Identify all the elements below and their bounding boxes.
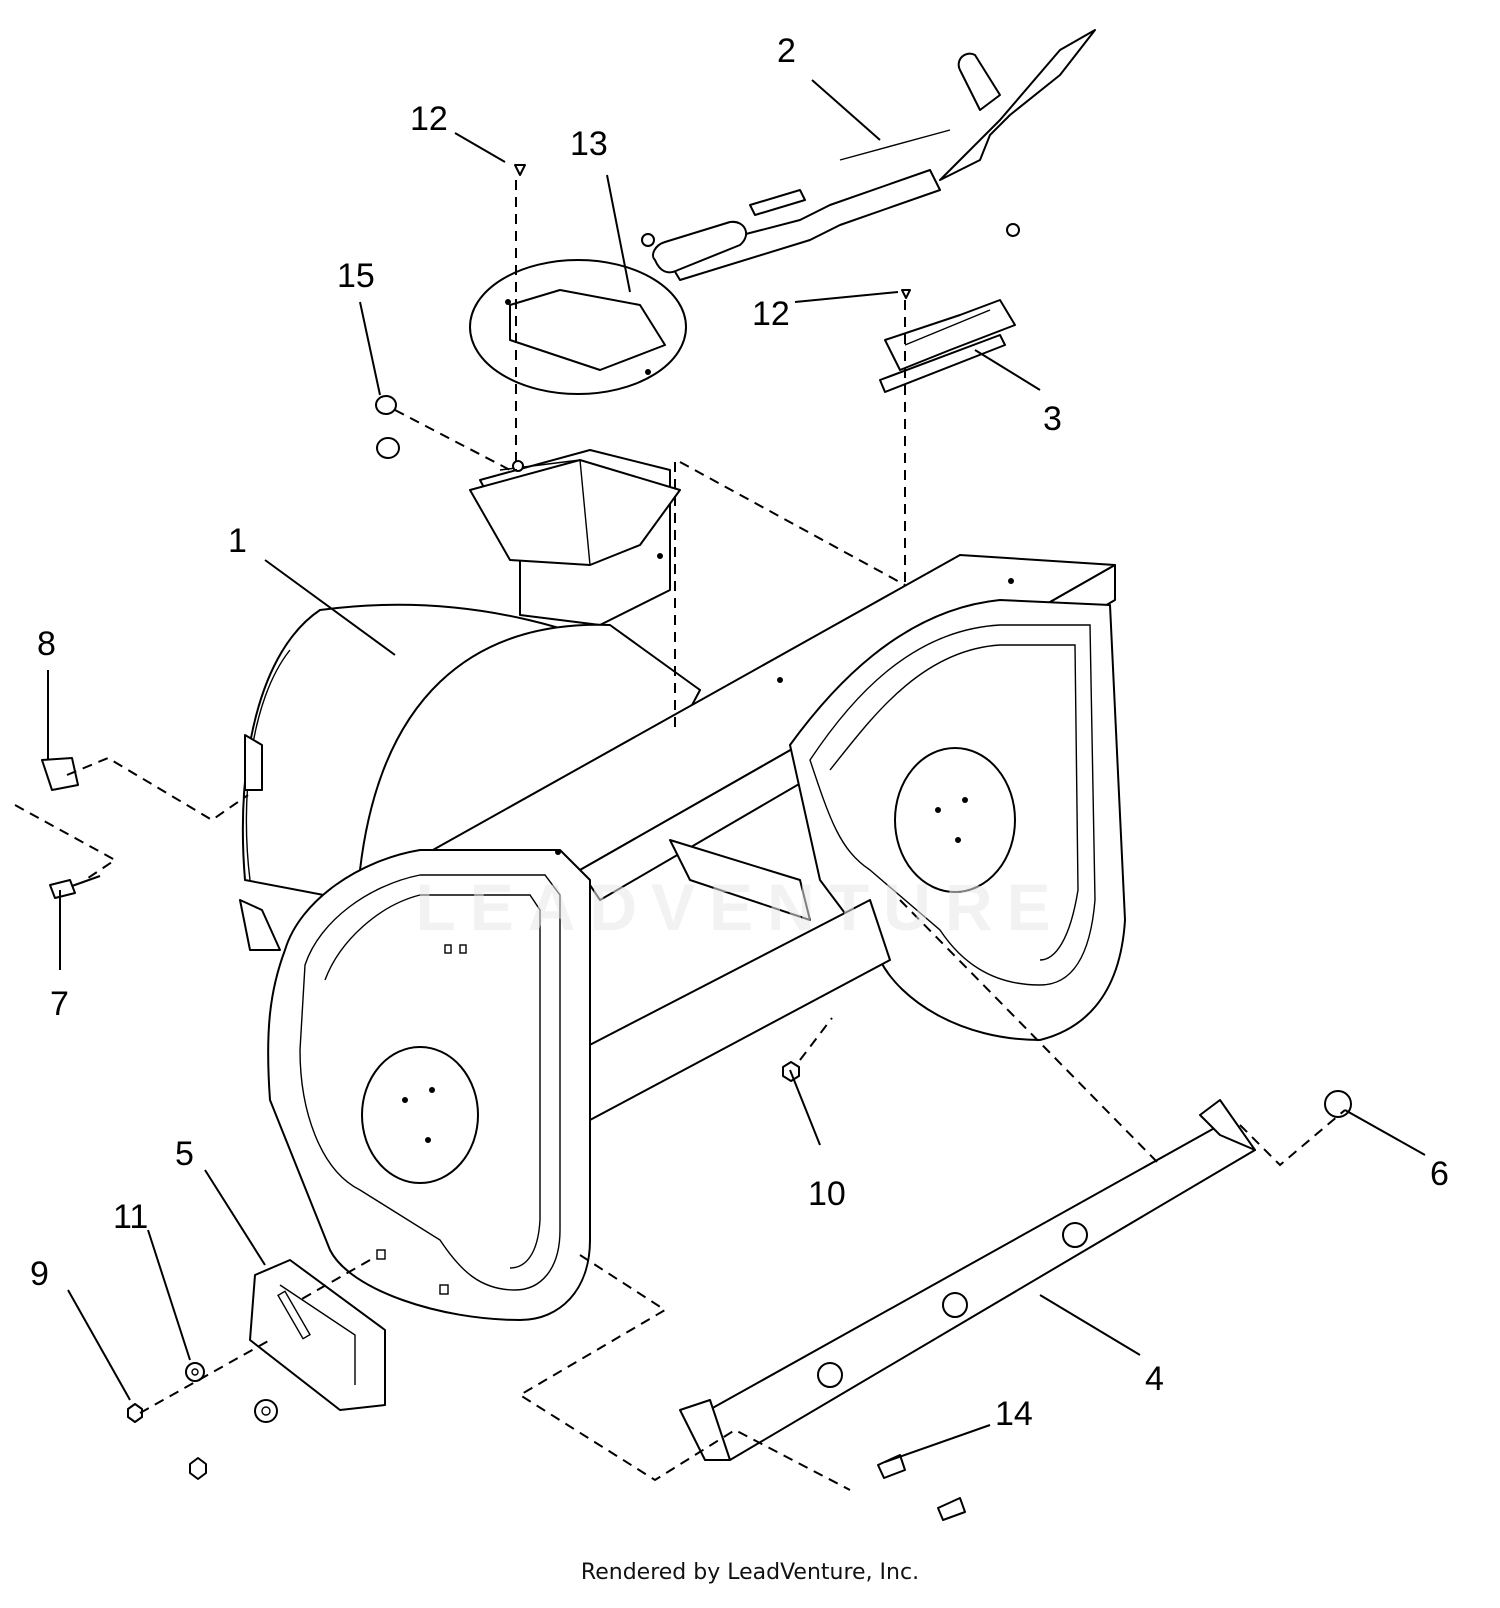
callout-5: 5 xyxy=(175,1135,194,1173)
callout-9: 9 xyxy=(30,1255,49,1293)
callout-7: 7 xyxy=(50,985,69,1023)
watermark: LEADVENTURE xyxy=(415,870,1064,944)
auger-housing xyxy=(239,449,1126,1321)
callout-labels: 1 2 3 4 5 6 7 8 9 10 11 12 12 13 14 15 xyxy=(30,32,1449,1433)
footer-credit: Rendered by LeadVenture, Inc. xyxy=(580,1560,920,1585)
callout-12-top: 12 xyxy=(410,100,448,138)
callout-14: 14 xyxy=(995,1395,1033,1433)
leader-lines xyxy=(47,79,1426,1463)
callout-13: 13 xyxy=(570,125,608,163)
callout-3: 3 xyxy=(1043,400,1062,438)
callout-4: 4 xyxy=(1145,1360,1164,1398)
callout-1: 1 xyxy=(228,522,247,560)
assembly-lines xyxy=(14,180,1346,1491)
scraper-bar xyxy=(679,1099,1256,1461)
callout-10: 10 xyxy=(808,1175,846,1213)
chute-bracket xyxy=(879,299,1016,393)
chute-flange-ring xyxy=(469,259,687,395)
callout-8: 8 xyxy=(37,625,56,663)
callout-2: 2 xyxy=(777,32,796,70)
callout-11: 11 xyxy=(113,1198,148,1236)
callout-12-right: 12 xyxy=(752,295,790,333)
callout-6: 6 xyxy=(1430,1155,1449,1193)
chute-crank xyxy=(652,29,1096,281)
hardware xyxy=(41,164,1352,1521)
skid-shoe xyxy=(249,1259,386,1411)
callout-15: 15 xyxy=(337,257,375,295)
